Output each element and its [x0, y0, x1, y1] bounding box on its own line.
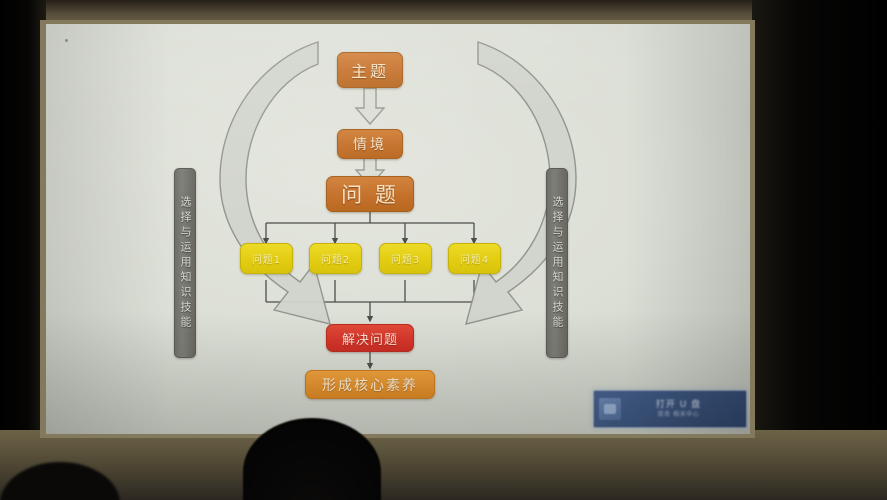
- node-sub-problem-3-label: 问题3: [390, 255, 421, 266]
- node-solve-problem[interactable]: 解决问题: [326, 324, 414, 352]
- node-problem-label: 问 题: [341, 183, 399, 207]
- node-sub-problem-2[interactable]: 问题2: [309, 243, 362, 274]
- side-label-left-text: 选择与运用知识技能: [179, 195, 192, 331]
- node-topic-label: 主题: [350, 62, 389, 81]
- usb-drive-icon: [599, 398, 621, 420]
- side-label-right[interactable]: 选择与运用知识技能: [546, 168, 568, 358]
- node-sub-problem-4[interactable]: 问题4: [448, 243, 501, 274]
- node-sub-problem-4-label: 问题4: [459, 255, 490, 266]
- node-solve-problem-label: 解决问题: [341, 332, 398, 348]
- block-arrow-topic-to-context: [354, 87, 386, 126]
- wall-left-of-screen: [0, 0, 46, 500]
- projector-usb-notification-banner[interactable]: 打开 U 盘 双击 相关中心: [593, 390, 747, 428]
- wall-below-screen: [0, 430, 887, 500]
- node-sub-problem-3[interactable]: 问题3: [379, 243, 432, 274]
- watermark-primary-text: 打开 U 盘: [655, 399, 702, 410]
- watermark-secondary-text: 双击 相关中心: [657, 410, 700, 418]
- node-core-literacy[interactable]: 形成核心素养: [305, 370, 435, 399]
- node-topic[interactable]: 主题: [337, 52, 403, 88]
- node-sub-problem-1-label: 问题1: [251, 255, 282, 266]
- node-problem[interactable]: 问 题: [326, 176, 414, 212]
- side-label-left[interactable]: 选择与运用知识技能: [174, 168, 196, 358]
- wall-right-of-screen: [752, 0, 887, 500]
- left-cycle-arrow: [219, 41, 331, 325]
- node-context-label: 情境: [353, 137, 387, 153]
- screen-blemish-dot: [65, 39, 68, 42]
- node-context[interactable]: 情境: [337, 129, 403, 159]
- audience-head-silhouette: [243, 418, 381, 500]
- node-core-literacy-label: 形成核心素养: [322, 377, 418, 394]
- node-sub-problem-2-label: 问题2: [320, 255, 351, 266]
- projection-screen: 主题 情境 问 题 问题1 问题2 问题3 问题4 解决问题: [46, 24, 750, 434]
- node-sub-problem-1[interactable]: 问题1: [240, 243, 293, 274]
- watermark-text-block: 打开 U 盘 双击 相关中心: [621, 400, 746, 419]
- side-label-right-text: 选择与运用知识技能: [551, 195, 564, 331]
- flow-diagram: 主题 情境 问 题 问题1 问题2 问题3 问题4 解决问题: [46, 24, 750, 434]
